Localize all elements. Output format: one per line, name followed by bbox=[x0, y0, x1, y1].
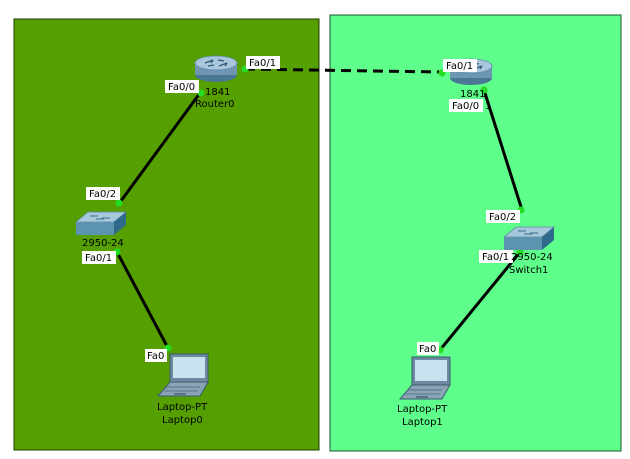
link-switch0-laptop0[interactable] bbox=[115, 251, 170, 349]
link-router1-switch1[interactable] bbox=[482, 89, 524, 211]
port-label-r1-fa01: Fa0/1 bbox=[446, 61, 473, 72]
router0-model-label: 1841 bbox=[205, 87, 230, 98]
port-label-bg bbox=[449, 99, 483, 112]
link-router0-switch0[interactable] bbox=[116, 92, 202, 206]
device-labels: 1841 Router0 1841 2950-24 2950-24 Switch… bbox=[82, 87, 553, 428]
port-dot-r0-fa00 bbox=[197, 89, 205, 97]
laptop1-model-label: Laptop-PT bbox=[397, 404, 448, 415]
port-label-bg bbox=[86, 187, 120, 200]
switch0-icon[interactable] bbox=[74, 211, 128, 235]
port-label-bg bbox=[417, 342, 439, 355]
switch0-model-label: 2950-24 bbox=[82, 238, 124, 249]
port-dot-r1-fa00 bbox=[480, 86, 488, 94]
port-label-sw0-fa02: Fa0/2 bbox=[89, 189, 116, 200]
router1-model-label: 1841 bbox=[460, 89, 485, 100]
router0-name-label: Router0 bbox=[195, 99, 235, 110]
port-dot-sw0-fa02 bbox=[115, 199, 123, 207]
port-label-bg bbox=[82, 251, 116, 264]
laptop0-icon[interactable] bbox=[156, 353, 209, 397]
port-label-r1-fa00: Fa0/0 bbox=[452, 101, 479, 112]
laptop1-icon[interactable] bbox=[398, 356, 451, 400]
link-router0-router1[interactable] bbox=[244, 67, 443, 74]
port-label-sw1-fa02: Fa0/2 bbox=[489, 212, 516, 223]
port-label-r0-fa00: Fa0/0 bbox=[168, 82, 195, 93]
link-switch1-laptop1[interactable] bbox=[438, 251, 522, 351]
switch1-icon[interactable] bbox=[502, 226, 556, 250]
port-dot-sw1-fa01 bbox=[516, 248, 524, 256]
router0-icon[interactable] bbox=[194, 55, 238, 82]
port-label-bg bbox=[145, 349, 167, 362]
port-label-r0-fa01: Fa0/1 bbox=[249, 58, 276, 69]
port-label-bg bbox=[486, 210, 520, 223]
port-labels: Fa0/0 Fa0/1 Fa0/2 Fa0/1 Fa0 Fa0/1 Fa0/0 … bbox=[82, 56, 520, 362]
laptop0-model-label: Laptop-PT bbox=[157, 402, 208, 413]
port-label-lap1-fa0: Fa0 bbox=[419, 344, 436, 355]
right-area-zone bbox=[329, 14, 622, 452]
laptop0-name-label: Laptop0 bbox=[162, 415, 203, 426]
port-label-sw0-fa01: Fa0/1 bbox=[85, 253, 112, 264]
laptop1-name-label: Laptop1 bbox=[402, 417, 443, 428]
port-label-sw1-fa01: Fa0/1 bbox=[482, 252, 509, 263]
port-label-bg bbox=[443, 59, 477, 72]
port-label-bg bbox=[246, 56, 280, 69]
port-label-lap0-fa0: Fa0 bbox=[147, 351, 164, 362]
port-label-r1-fa00-suffix: 1 bbox=[485, 101, 491, 112]
port-label-bg bbox=[479, 250, 513, 263]
switch1-name-label: Switch1 bbox=[509, 265, 548, 276]
port-label-bg bbox=[165, 80, 199, 93]
switch1-model-label: 2950-24 bbox=[511, 252, 553, 263]
